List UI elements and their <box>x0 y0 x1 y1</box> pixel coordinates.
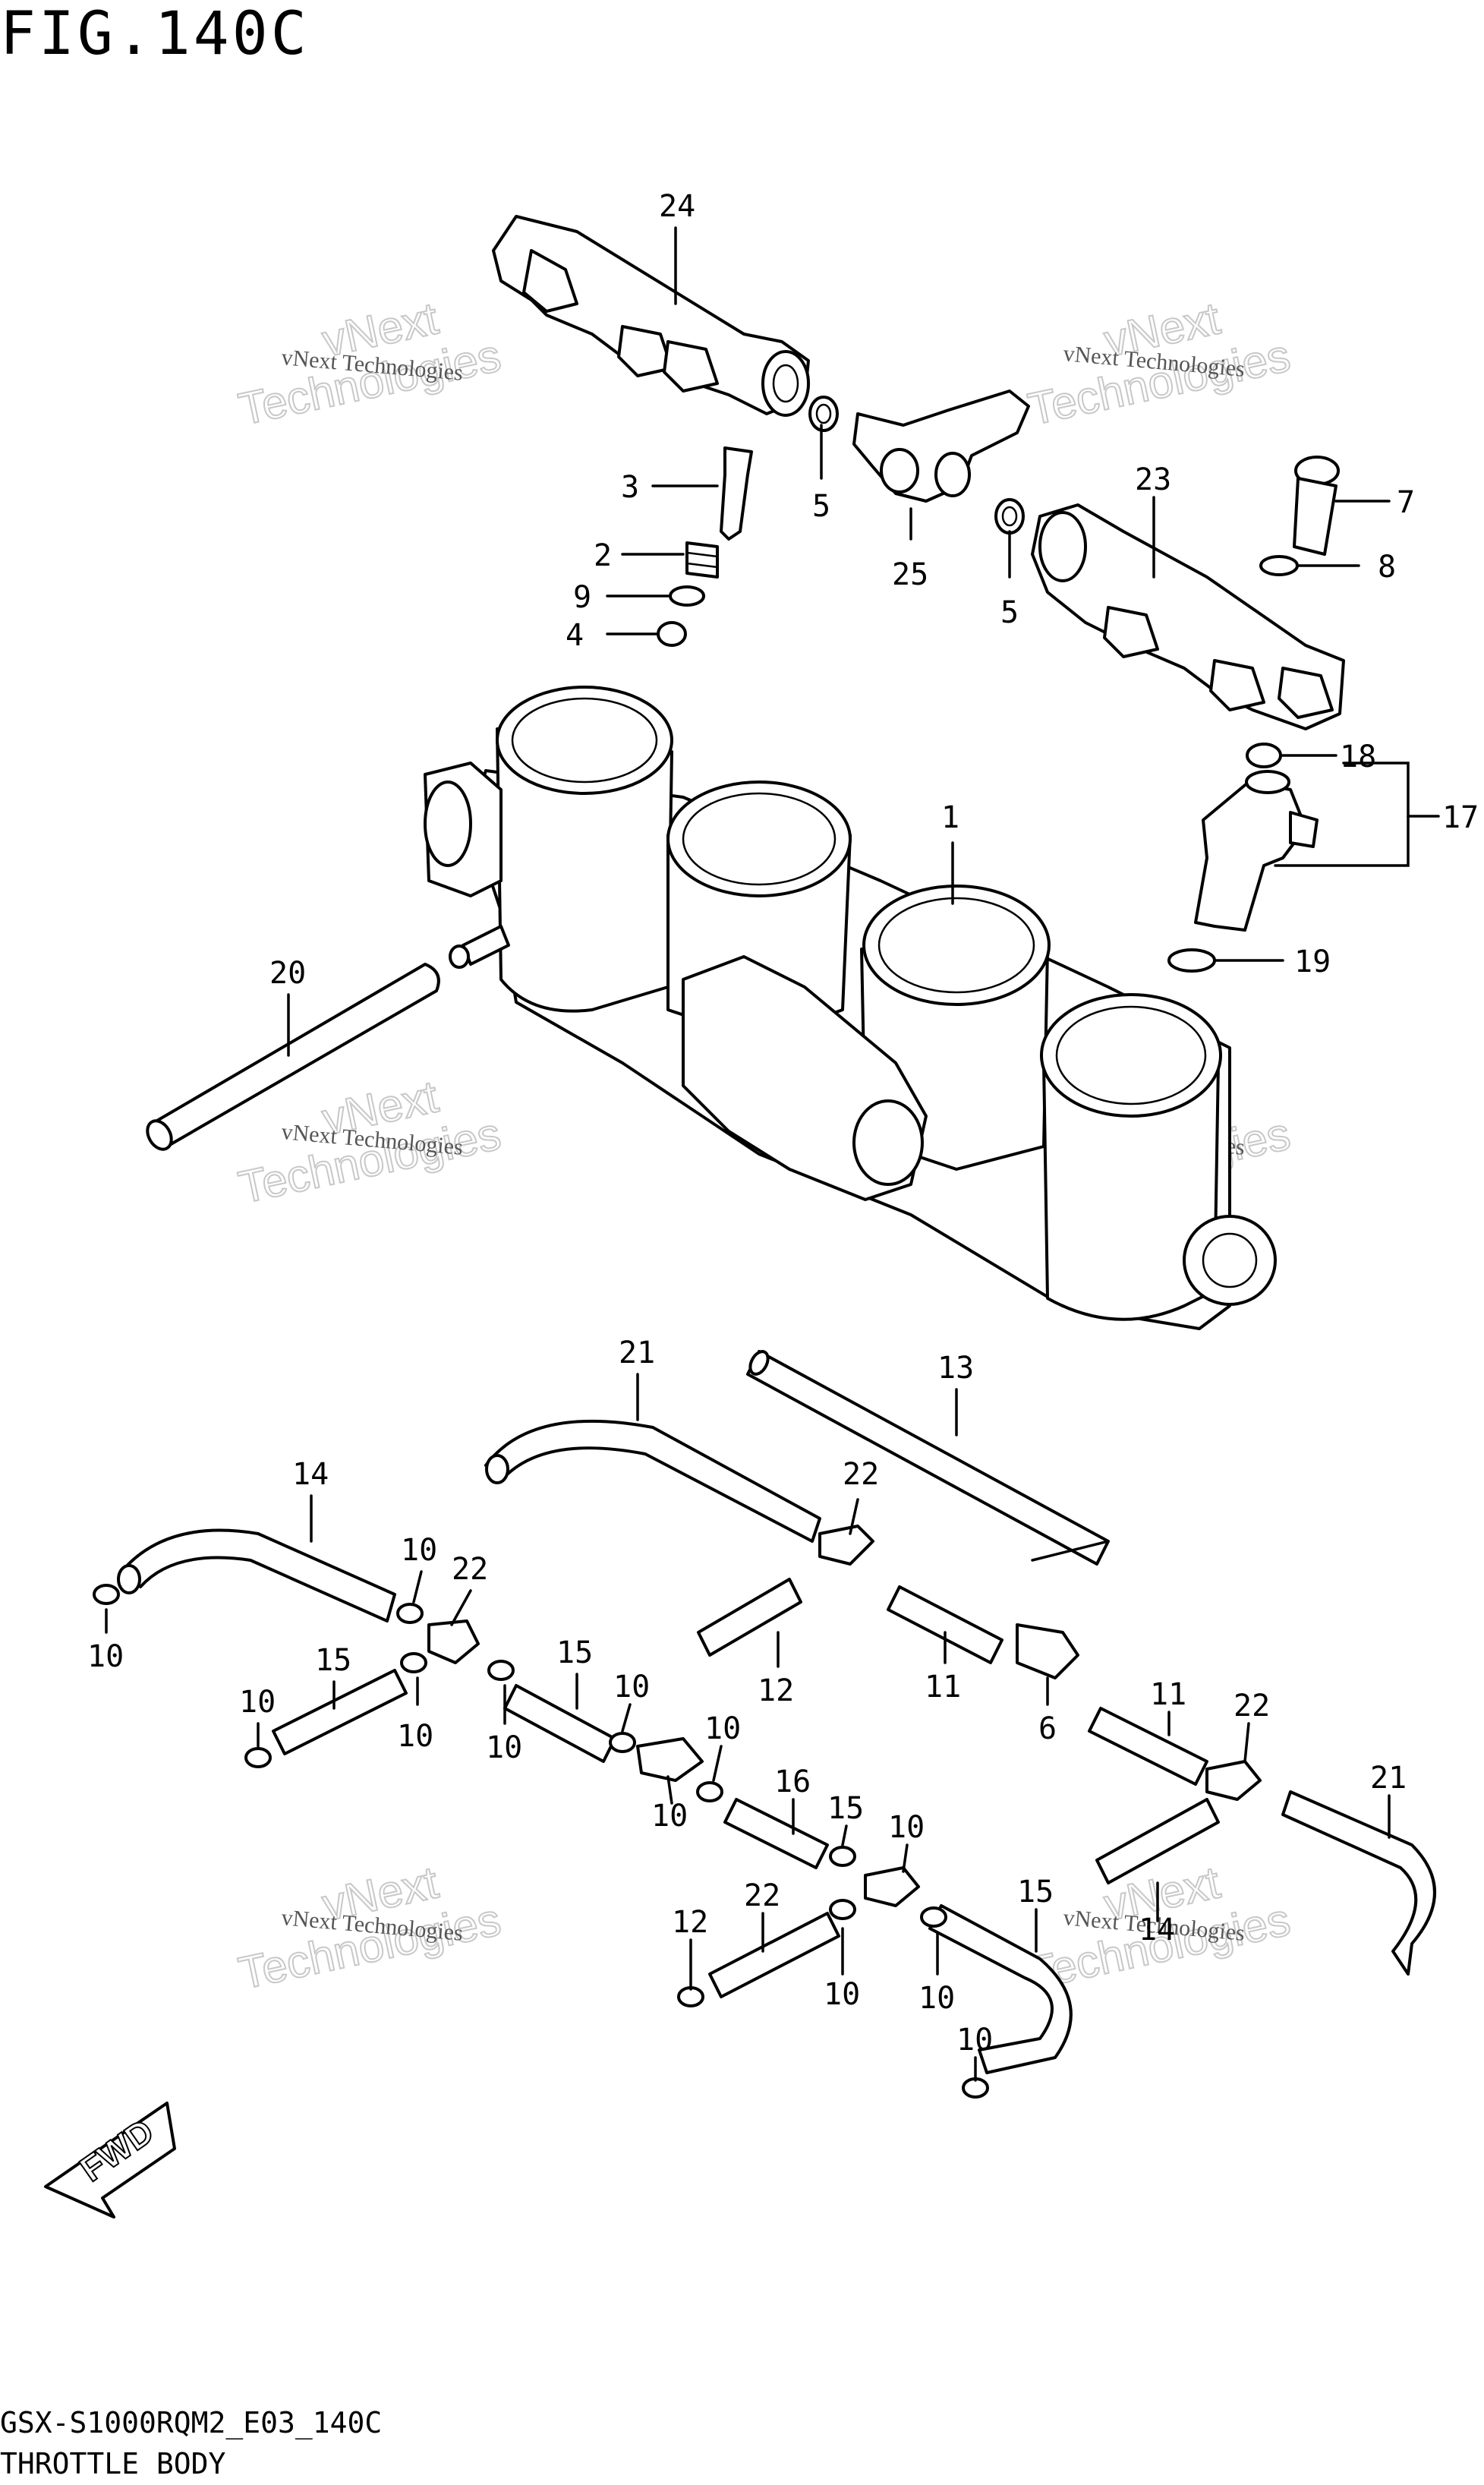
washer-9 <box>669 585 705 607</box>
callout-17: 17 <box>1442 800 1479 835</box>
hose-15-d <box>708 1912 840 1998</box>
o-ring-5-right <box>994 498 1025 535</box>
o-ring-5-left <box>808 396 839 432</box>
callout-10: 10 <box>918 1981 955 2016</box>
callout-10: 10 <box>704 1711 741 1746</box>
callout-14: 14 <box>292 1457 329 1492</box>
callout-23: 23 <box>1135 462 1171 497</box>
callout-20: 20 <box>269 956 306 991</box>
figure-subtitle: THROTTLE BODY <box>0 2447 226 2480</box>
fuel-rail-right <box>1031 503 1345 730</box>
hose-11-a <box>887 1585 1004 1664</box>
t-joint-22-a <box>818 1525 874 1566</box>
hose-12-b <box>1095 1798 1220 1884</box>
callout-15: 16 <box>774 1764 811 1799</box>
o-ring-4 <box>657 621 687 647</box>
callout-3: 3 <box>621 470 639 505</box>
callout-18: 18 <box>1340 740 1376 774</box>
callout-25: 25 <box>892 557 928 592</box>
forward-arrow-icon: FWD <box>44 2102 176 2219</box>
screw-3 <box>720 446 753 541</box>
callout-5: 5 <box>812 489 830 524</box>
joint-6 <box>1016 1623 1079 1679</box>
callout-10: 12 <box>672 1905 708 1940</box>
watermark: Technologies vNext vNext Technologies <box>1023 292 1296 435</box>
callout-24: 24 <box>659 189 695 224</box>
callout-10: 10 <box>87 1639 124 1674</box>
callout-10: 10 <box>486 1730 522 1765</box>
callout-21: 21 <box>1370 1761 1407 1796</box>
callout-10: 10 <box>824 1977 860 2012</box>
hose-12-a <box>697 1578 802 1657</box>
hose-15-a <box>272 1669 408 1755</box>
t-joint-22-c <box>1205 1760 1262 1801</box>
hose-14-left <box>117 1528 396 1623</box>
callouts: 24 3 5 25 23 7 2 9 5 8 4 18 17 1 19 20 2… <box>87 189 1479 2058</box>
spring-2 <box>685 541 719 579</box>
callout-5: 5 <box>1000 595 1019 630</box>
clamps-10 <box>93 1584 989 2099</box>
hose-15-b <box>503 1684 616 1763</box>
t-joint-22-b <box>427 1619 480 1664</box>
callout-4: 4 <box>566 618 584 653</box>
hose-11-b <box>1088 1707 1208 1786</box>
callout-21: 21 <box>619 1336 655 1370</box>
hose-15-c <box>723 1798 829 1869</box>
callout-22: 22 <box>452 1552 488 1587</box>
callout-7: 7 <box>1397 485 1415 520</box>
model-code: GSX-S1000RQM2_E03_140C <box>0 2406 383 2439</box>
callout-10: 10 <box>956 2023 993 2058</box>
hose-21-upper <box>484 1419 821 1543</box>
watermark: Technologies vNext vNext Technologies <box>234 1070 506 1213</box>
callout-14: 15 <box>1017 1875 1054 1909</box>
fuel-joint-25 <box>852 389 1030 503</box>
callout-10: 15 <box>827 1791 864 1826</box>
callout-13: 13 <box>937 1351 974 1386</box>
callout-8: 8 <box>1378 550 1396 585</box>
joint-16 <box>636 1737 704 1782</box>
o-ring-18 <box>1246 743 1282 768</box>
callout-15: 15 <box>315 1643 351 1678</box>
callout-12: 12 <box>758 1673 794 1708</box>
watermark: Technologies vNext vNext Technologies <box>1023 1856 1296 1999</box>
hose-20 <box>146 963 440 1151</box>
watermark: Technologies vNext vNext Technologies <box>234 1856 506 1999</box>
fuel-injector-17 <box>1194 770 1319 932</box>
callout-22: 22 <box>1234 1689 1270 1723</box>
callout-15: 15 <box>556 1635 593 1670</box>
callout-16: 10 <box>651 1799 688 1834</box>
seal-19 <box>1167 948 1216 973</box>
bolt-7 <box>1293 456 1340 556</box>
fuel-rail-left <box>492 215 810 417</box>
callout-11: 11 <box>925 1670 961 1704</box>
callout-19: 19 <box>1294 944 1331 979</box>
callout-22: 22 <box>843 1457 879 1492</box>
hose-21-lower <box>1281 1790 1436 1976</box>
callout-10: 10 <box>239 1685 276 1720</box>
callout-10: 10 <box>613 1670 650 1704</box>
callout-22: 10 <box>888 1810 925 1845</box>
callout-1: 1 <box>941 800 959 835</box>
washer-8 <box>1259 555 1299 576</box>
callout-9: 9 <box>573 580 591 615</box>
watermark: Technologies vNext vNext Technologies <box>234 292 506 435</box>
t-joint-22-d <box>864 1866 920 1907</box>
callout-12: 14 <box>1139 1913 1175 1947</box>
callout-6: 6 <box>1038 1711 1057 1746</box>
callout-2: 2 <box>594 538 612 573</box>
callout-10: 10 <box>397 1719 433 1754</box>
leader-lines <box>105 226 1440 2082</box>
callout-11: 11 <box>1150 1677 1186 1712</box>
callout-15: 22 <box>744 1878 780 1913</box>
figure-title: FIG.140C <box>0 0 310 68</box>
callout-10: 10 <box>401 1533 437 1568</box>
throttle-body-1 <box>424 686 1277 1330</box>
hose-13 <box>746 1350 1110 1566</box>
